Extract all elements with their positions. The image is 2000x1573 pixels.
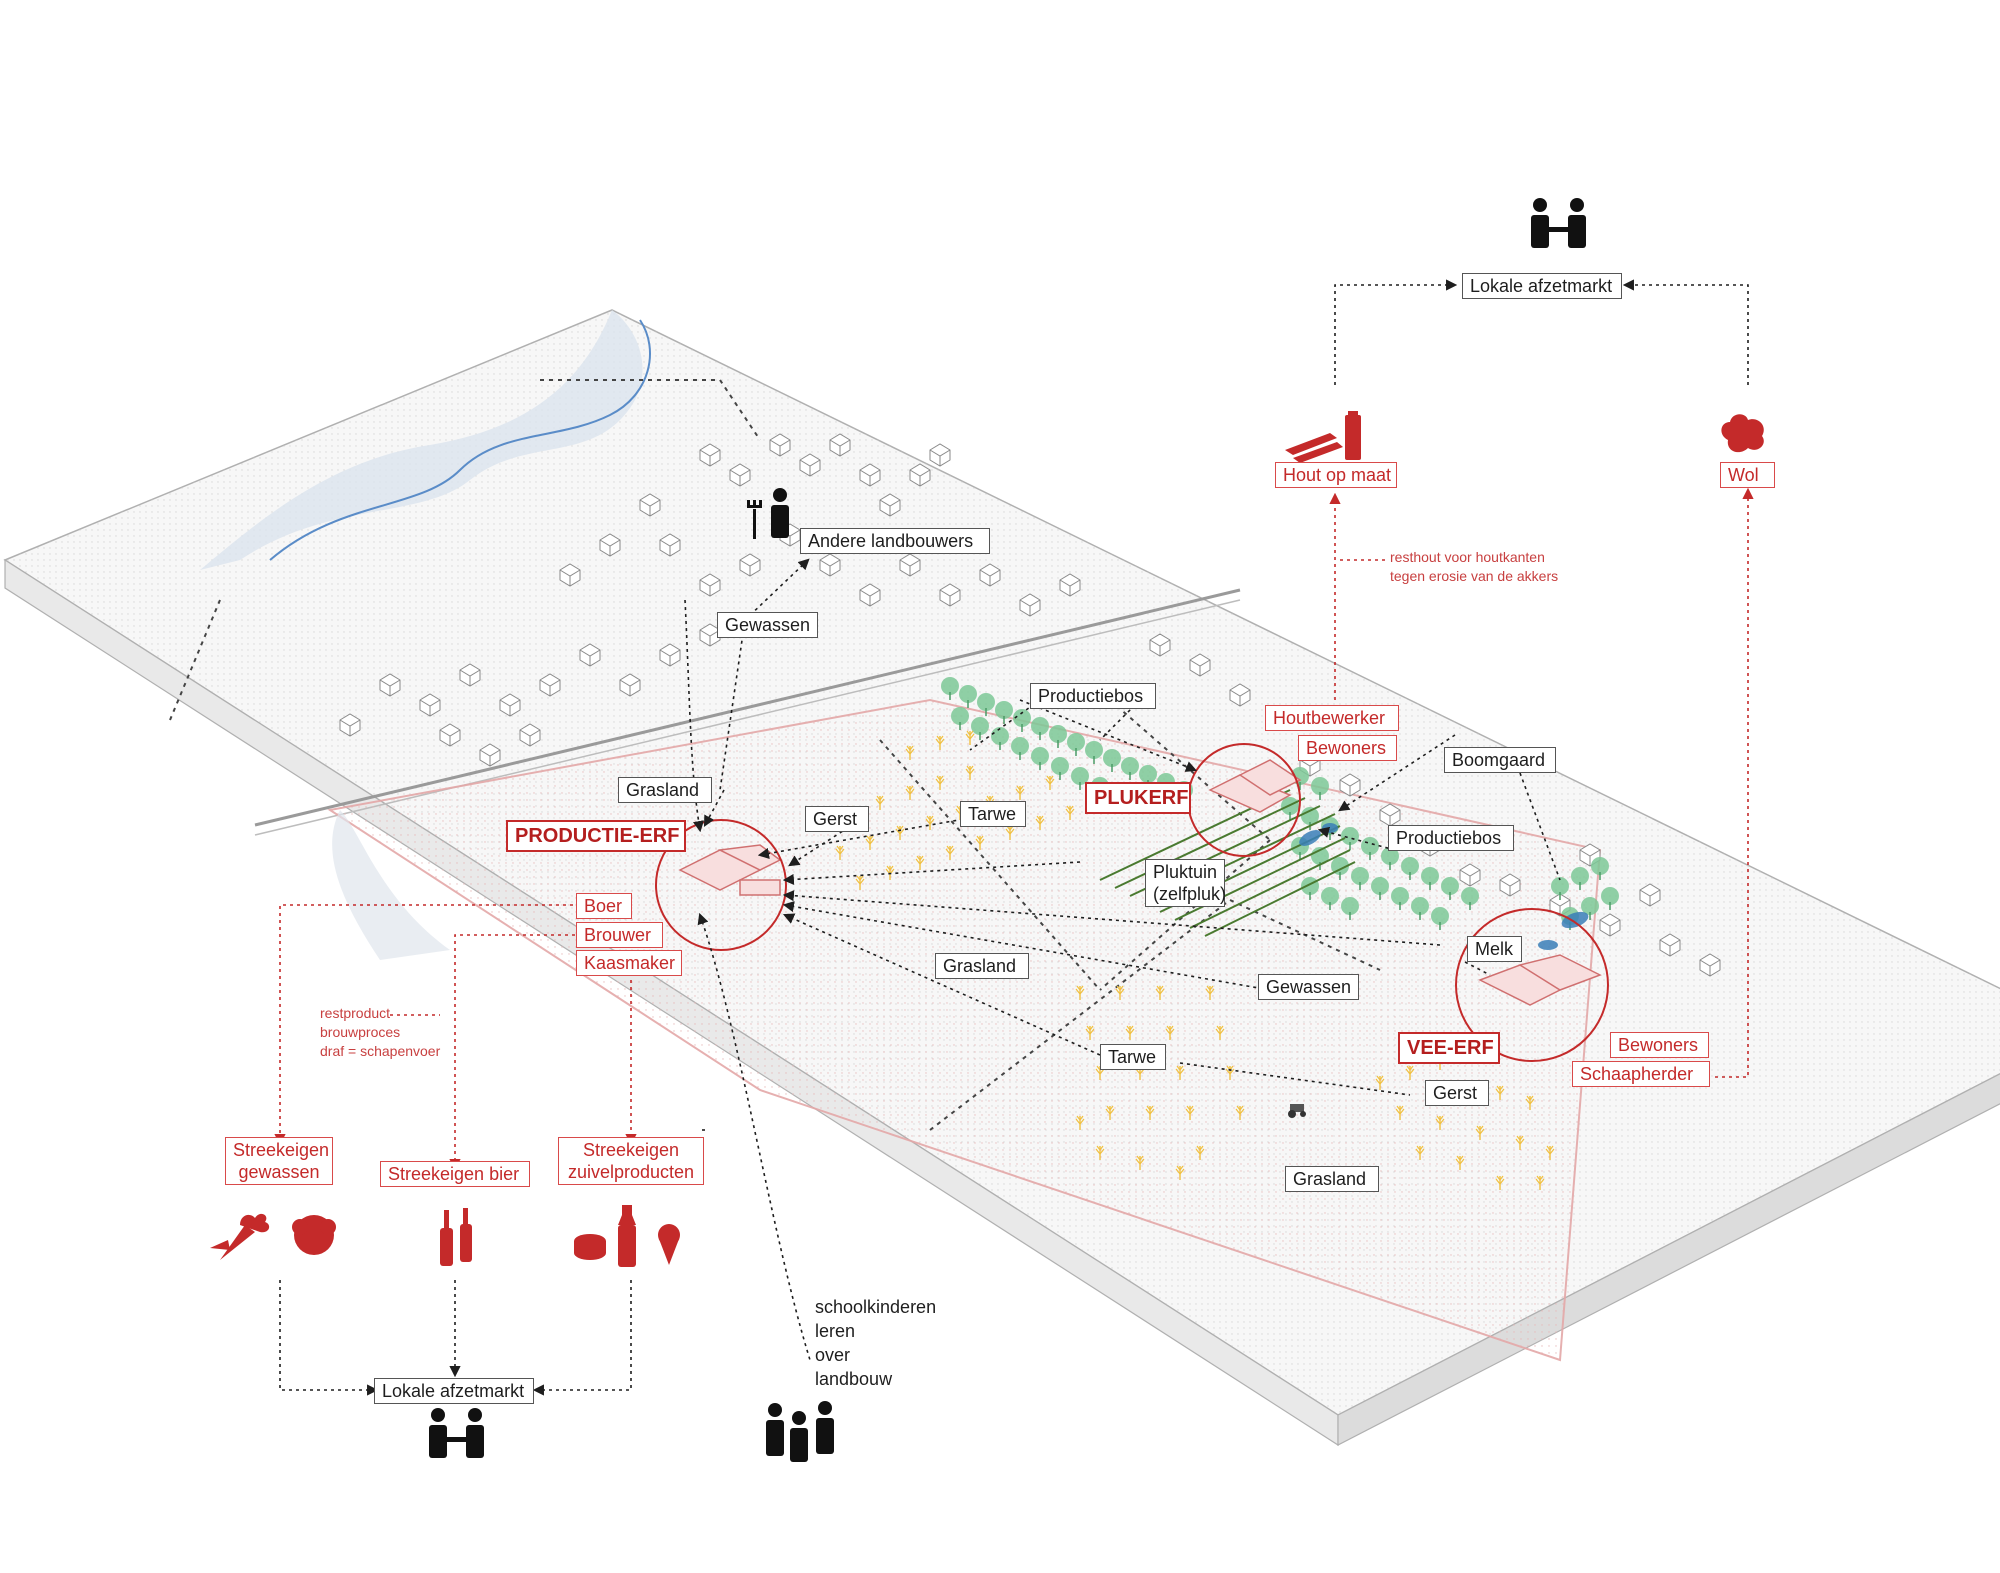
- melk-label: Melk: [1467, 936, 1522, 962]
- flow-arrows-red: [274, 487, 1754, 1171]
- lokale-afzetmarkt-top: Lokale afzetmarkt: [1462, 273, 1622, 299]
- gerst-left-label: Gerst: [805, 806, 869, 832]
- gewassen-top-label: Gewassen: [717, 612, 818, 638]
- vee-erf-label: VEE-ERF: [1398, 1032, 1500, 1064]
- andere-landbouwers-label: Andere landbouwers: [800, 528, 990, 554]
- kaasmaker-label: Kaasmaker: [576, 950, 682, 976]
- terrain-slab: [3, 309, 2000, 1447]
- streekeigen-bier-label: Streekeigen bier: [380, 1161, 530, 1187]
- productiebos-mid-label: Productiebos: [1388, 825, 1514, 851]
- brouwer-label: Brouwer: [576, 922, 663, 948]
- beer-bottles-icon: [440, 1208, 472, 1266]
- houtbewerker-label: Houtbewerker: [1265, 705, 1399, 731]
- resthout-note: resthout voor houtkanten tegen erosie va…: [1390, 549, 1559, 584]
- schaapherder-label: Schaapherder: [1572, 1061, 1710, 1087]
- tractor-icon: [1288, 1104, 1306, 1118]
- bewoners-right-label: Bewoners: [1610, 1032, 1709, 1058]
- ice-cream-icon: [658, 1224, 680, 1265]
- grasland-left-label: Grasland: [618, 777, 712, 803]
- streekeigen-gewassen-label: Streekeigen gewassen: [225, 1137, 333, 1185]
- productie-erf-label: PRODUCTIE-ERF: [506, 820, 686, 852]
- gewassen-mid-label: Gewassen: [1258, 974, 1359, 1000]
- hout-op-maat-label: Hout op maat: [1275, 462, 1397, 488]
- carrot-icon: [210, 1213, 270, 1260]
- pluktuin-label: Pluktuin (zelfpluk): [1145, 859, 1226, 907]
- cabbage-icon: [292, 1215, 336, 1255]
- productiebos-top-label: Productiebos: [1030, 683, 1156, 709]
- streekeigen-zuivel-label: Streekeigen zuivelproducten: [558, 1137, 704, 1185]
- tarwe-top-label: Tarwe: [960, 801, 1026, 827]
- plukerf-label: PLUKERF: [1085, 782, 1191, 814]
- wol-label: Wol: [1720, 462, 1775, 488]
- market-people-icon: [429, 1408, 484, 1458]
- boomgaard-label: Boomgaard: [1444, 747, 1556, 773]
- vee-erf-circle: [1455, 908, 1609, 1062]
- bewoners-top-label: Bewoners: [1298, 735, 1397, 761]
- wood-planks-icon: [1285, 411, 1361, 463]
- farmer-fork-icon: [747, 488, 789, 539]
- school-children-icon: [766, 1401, 834, 1462]
- gerst-low-label: Gerst: [1425, 1080, 1489, 1106]
- grasland-mid-label: Grasland: [935, 953, 1029, 979]
- wool-icon: [1721, 414, 1764, 453]
- tarwe-low-label: Tarwe: [1100, 1044, 1166, 1070]
- market-people-icon: [1531, 198, 1586, 248]
- restproduct-note: restproduct brouwproces draf = schapenvo…: [320, 1005, 441, 1059]
- boer-label: Boer: [576, 893, 632, 919]
- schoolkinderen-note: schoolkinderen leren over landbouw: [815, 1297, 937, 1389]
- grasland-bottom-label: Grasland: [1285, 1166, 1379, 1192]
- cheese-icon: [574, 1234, 606, 1260]
- flow-arrows-black: [279, 279, 1749, 1396]
- milk-bottle-icon: [618, 1205, 636, 1267]
- lokale-afzetmarkt-bottom: Lokale afzetmarkt: [374, 1378, 534, 1404]
